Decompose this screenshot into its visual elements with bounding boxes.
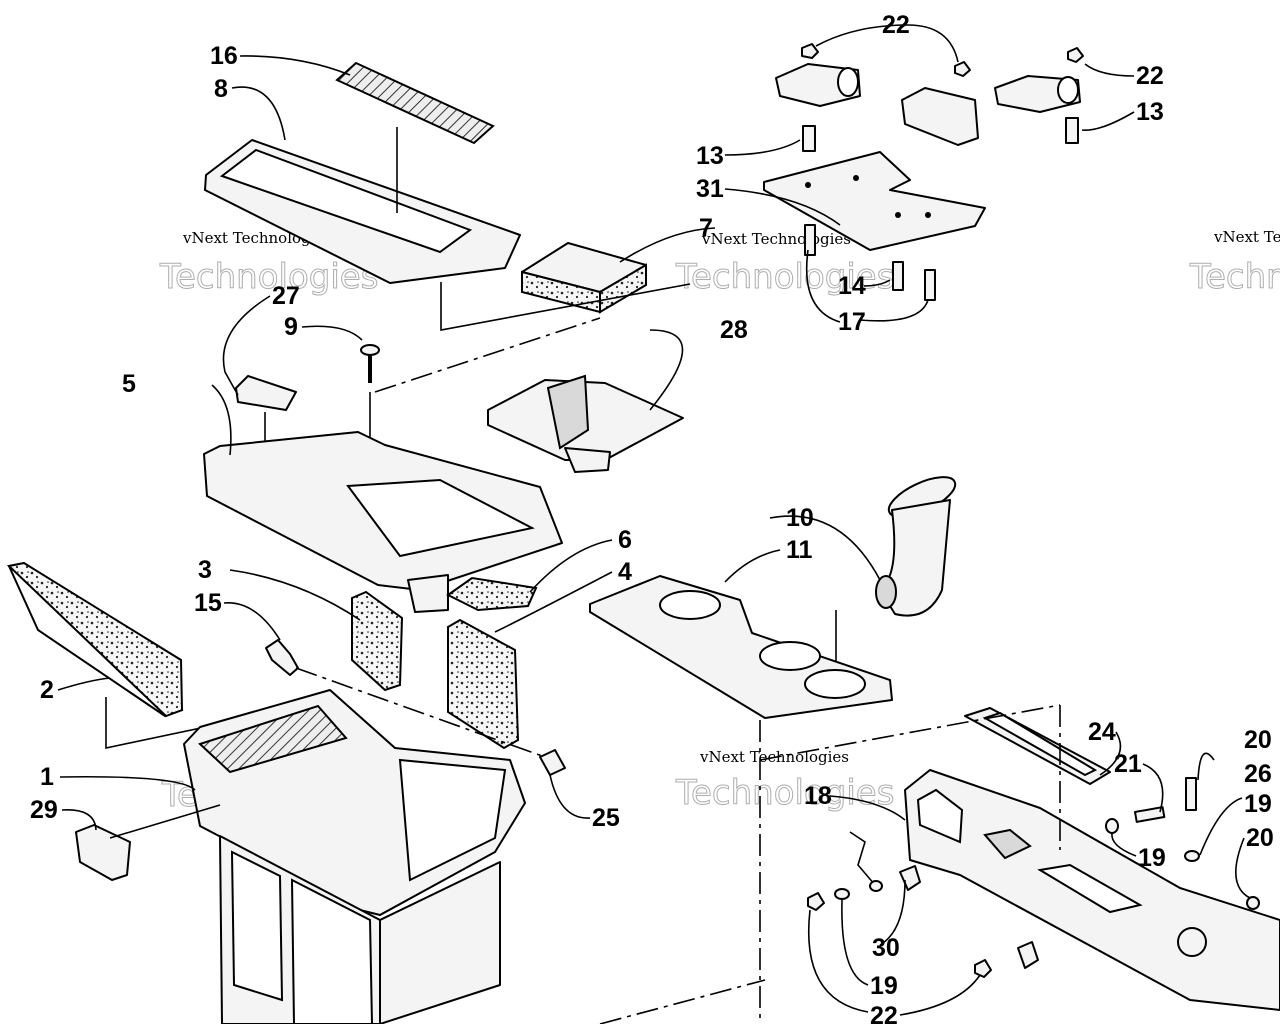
part-18-console [904, 769, 1280, 1011]
part-2-filter-element [6, 561, 287, 749]
callout-22: 22 [1136, 62, 1164, 90]
watermark-large-text: Technologies [1189, 257, 1280, 297]
part-4-foam-block [447, 618, 520, 750]
watermark-small-text: vNext Technologies [1213, 228, 1280, 246]
part-25-fitting [539, 749, 566, 776]
part-24-frame [964, 707, 1111, 785]
callout-6: 6 [618, 526, 632, 554]
callout-labels: 16 8 7 27 9 28 5 10 11 6 3 4 15 2 1 29 2… [30, 11, 1274, 1024]
part-1-lower-airbox [183, 689, 526, 1024]
callout-21: 21 [1114, 750, 1142, 778]
part-3-foam-block [351, 590, 404, 692]
watermark-small-text: vNext Technologies [701, 230, 851, 248]
callout-9: 9 [284, 313, 298, 341]
callout-14: 14 [838, 272, 866, 300]
part-14-bolt [804, 224, 936, 301]
callout-7: 7 [699, 214, 713, 242]
part-5-airbox-body [203, 431, 563, 613]
callout-29: 29 [30, 796, 58, 824]
callout-28: 28 [720, 316, 748, 344]
callout-17: 17 [838, 308, 866, 336]
part-16-filter-screen [335, 61, 495, 145]
part-relay-left [775, 63, 861, 107]
callout-19: 19 [1244, 790, 1272, 818]
part-22-nut [801, 43, 1084, 77]
part-26-bolt [1184, 777, 1200, 862]
part-relay-center [901, 87, 979, 146]
callout-16: 16 [210, 42, 238, 70]
callout-11: 11 [786, 536, 813, 564]
part-11-plate [589, 575, 893, 719]
callout-30: 30 [872, 934, 900, 962]
callout-31: 31 [696, 175, 724, 203]
callout-13: 13 [696, 142, 724, 170]
callout-4: 4 [618, 558, 632, 586]
watermark-large-text: Technologies [159, 257, 378, 297]
callout-1: 1 [40, 763, 54, 791]
callout-2: 2 [40, 676, 54, 704]
callout-13: 13 [1136, 98, 1164, 126]
part-10-elbow [835, 476, 957, 682]
callout-25: 25 [592, 804, 620, 832]
callout-22: 22 [882, 11, 910, 39]
leader-lines [57, 24, 1251, 1016]
callout-8: 8 [214, 75, 228, 103]
callout-26: 26 [1244, 760, 1272, 788]
callout-19: 19 [1138, 844, 1166, 872]
part-13-spacer [802, 117, 1079, 152]
callout-3: 3 [198, 556, 212, 584]
callout-24: 24 [1088, 718, 1116, 746]
callout-19: 19 [870, 972, 898, 1000]
callout-18: 18 [804, 782, 832, 810]
part-22-nut-lower [807, 892, 992, 978]
callout-20: 20 [1246, 824, 1274, 852]
part-7-foam-pad [521, 242, 647, 314]
callout-27: 27 [272, 282, 300, 310]
part-relay-right [994, 75, 1081, 113]
part-8-airbox-lid [204, 127, 521, 284]
part-9-screw [360, 344, 380, 470]
watermark-large-text: Technologies [675, 257, 894, 297]
part-31-bracket [763, 151, 986, 251]
part-19-washer [834, 880, 1260, 910]
part-15-bolt [265, 639, 546, 758]
callout-22: 22 [870, 1002, 898, 1024]
callout-5: 5 [122, 370, 136, 398]
callout-10: 10 [786, 504, 814, 532]
part-29-clip [75, 804, 221, 881]
part-21-bolt [1105, 806, 1166, 834]
callout-20: 20 [1244, 726, 1272, 754]
part-6-foam [446, 576, 538, 612]
callout-15: 15 [194, 589, 222, 617]
part-28-intake-silencer [487, 374, 684, 473]
watermark-large-text: Technologies [675, 773, 894, 813]
